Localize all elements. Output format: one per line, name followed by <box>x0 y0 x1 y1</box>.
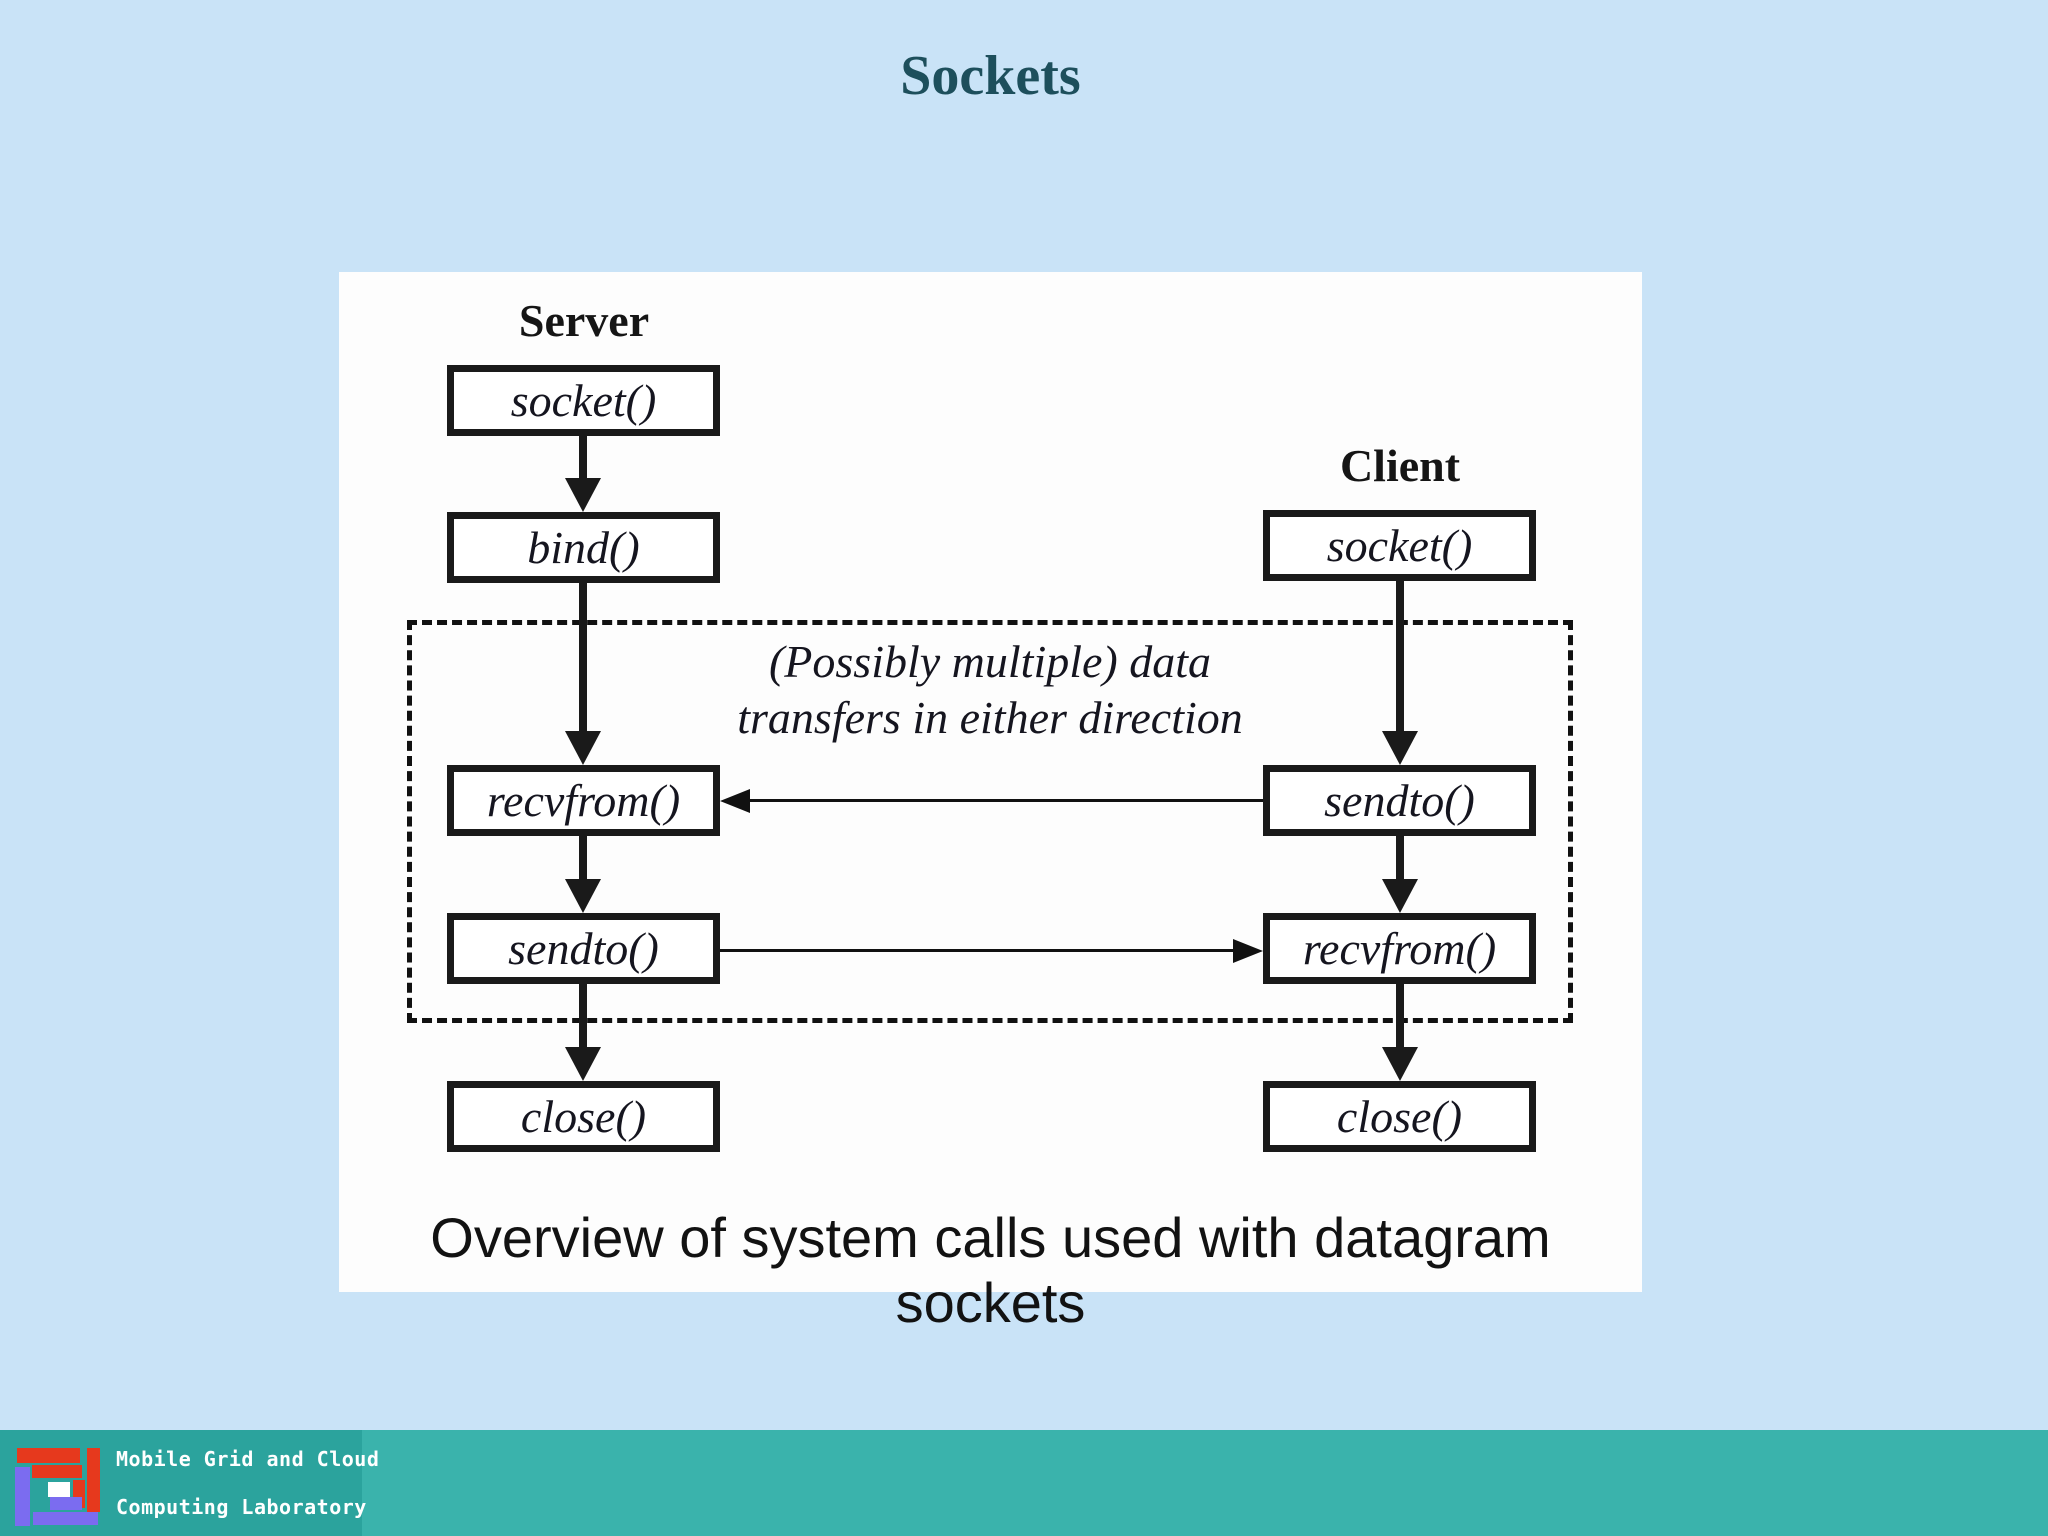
server-recvfrom-box: recvfrom() <box>447 765 720 836</box>
server-sendto-box: sendto() <box>447 913 720 984</box>
arrow-stem <box>1396 836 1404 883</box>
arrow-head-down-icon <box>565 731 601 765</box>
arrow-client-sendto-to-recvfrom <box>1382 836 1418 913</box>
logo-red-inner-bar <box>32 1465 82 1478</box>
arrow-head-down-icon <box>1382 879 1418 913</box>
arrow-server-sendto-to-client-recvfrom <box>720 939 1263 963</box>
arrow-server-recvfrom-to-sendto <box>565 836 601 913</box>
arrow-head-right-icon <box>1233 939 1263 963</box>
arrow-head-down-icon <box>565 1047 601 1081</box>
arrow-stem <box>579 836 587 883</box>
logo-purple-left-bar <box>15 1467 30 1526</box>
lab-name-line2: Computing Laboratory <box>116 1495 367 1519</box>
footer-lab-block: Mobile Grid and Cloud Computing Laborato… <box>0 1430 379 1536</box>
arrow-stem <box>1396 581 1404 735</box>
logo-white-center <box>48 1482 70 1497</box>
server-column-label: Server <box>518 295 650 346</box>
arrow-stem <box>579 984 587 1051</box>
logo-red-top-bar <box>17 1448 80 1463</box>
page-title: Sockets <box>900 45 1081 107</box>
logo-purple-middle-bar <box>50 1497 82 1510</box>
client-recvfrom-box: recvfrom() <box>1263 913 1536 984</box>
data-transfer-note: (Possibly multiple) data transfers in ei… <box>407 634 1573 746</box>
arrow-head-left-icon <box>720 789 750 813</box>
server-socket-box: socket() <box>447 365 720 436</box>
data-transfer-note-line2: transfers in either direction <box>737 692 1243 743</box>
server-bind-box: bind() <box>447 512 720 583</box>
logo-purple-bottom-bar <box>33 1512 98 1525</box>
logo-red-right-bar <box>87 1448 100 1512</box>
arrow-server-bind-to-recvfrom <box>565 583 601 765</box>
arrow-server-socket-to-bind <box>565 436 601 512</box>
client-sendto-box: sendto() <box>1263 765 1536 836</box>
arrow-stem <box>1396 984 1404 1051</box>
diagram-panel: Server Client socket() bind() recvfrom()… <box>339 272 1642 1334</box>
arrow-client-recvfrom-to-close <box>1382 984 1418 1081</box>
client-close-box: close() <box>1263 1081 1536 1152</box>
server-close-box: close() <box>447 1081 720 1152</box>
footer-bar: Mobile Grid and Cloud Computing Laborato… <box>0 1430 2048 1536</box>
arrow-head-down-icon <box>1382 1047 1418 1081</box>
lab-logo-icon <box>14 1446 102 1526</box>
client-socket-box: socket() <box>1263 510 1536 581</box>
arrow-head-down-icon <box>565 478 601 512</box>
arrow-line <box>746 799 1263 802</box>
arrow-head-down-icon <box>1382 731 1418 765</box>
arrow-server-sendto-to-close <box>565 984 601 1081</box>
data-transfer-note-line1: (Possibly multiple) data <box>768 636 1212 687</box>
arrow-client-socket-to-sendto <box>1382 581 1418 765</box>
arrow-line <box>720 949 1237 952</box>
arrow-stem <box>579 583 587 735</box>
client-column-label: Client <box>1339 440 1461 491</box>
lab-name: Mobile Grid and Cloud Computing Laborato… <box>116 1447 379 1519</box>
diagram-caption: Overview of system calls used with datag… <box>430 1206 1551 1334</box>
lab-name-line1: Mobile Grid and Cloud <box>116 1447 380 1471</box>
arrow-head-down-icon <box>565 879 601 913</box>
arrow-stem <box>579 436 587 482</box>
data-transfer-dashed-region <box>407 620 1573 1023</box>
arrow-client-sendto-to-server-recvfrom <box>720 789 1263 813</box>
